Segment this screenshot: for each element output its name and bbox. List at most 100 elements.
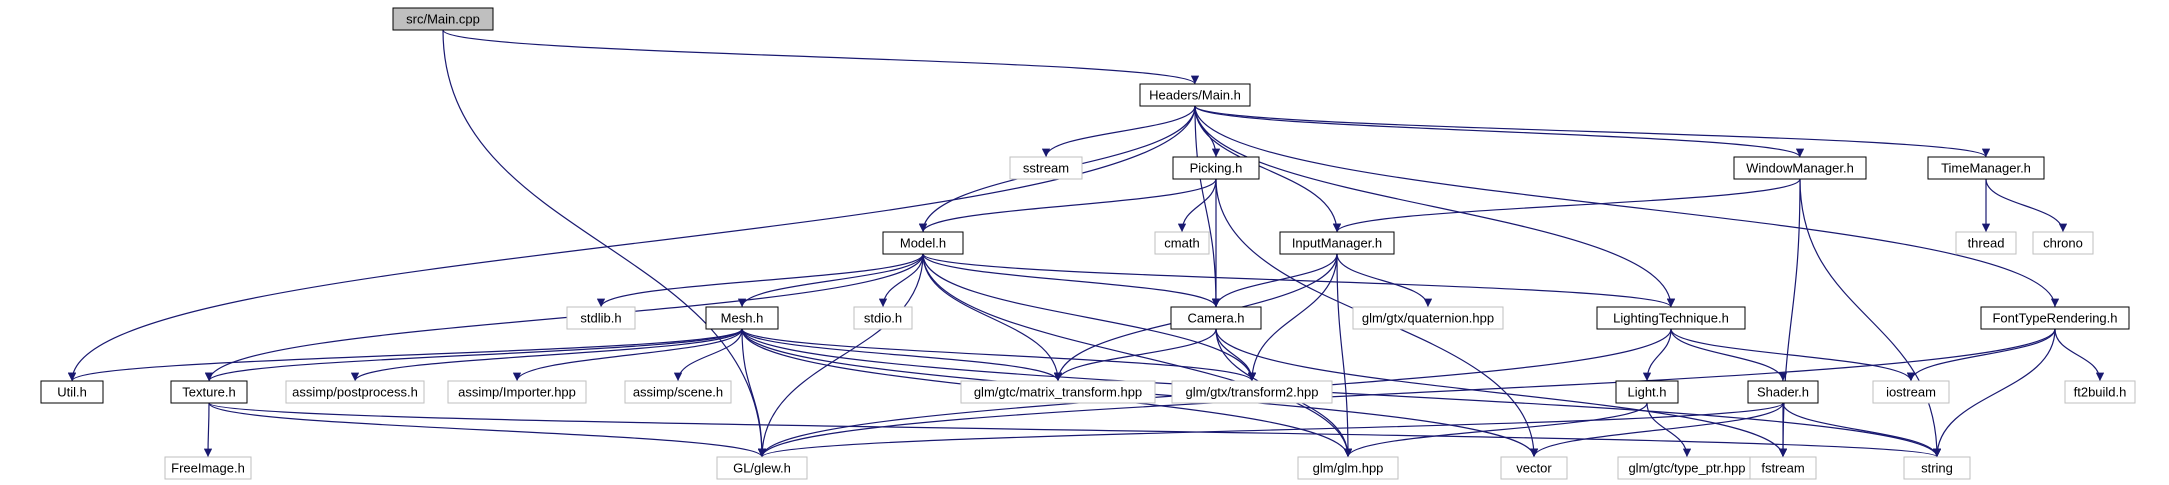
node-box bbox=[164, 456, 252, 480]
node-label: iostream bbox=[1886, 385, 1936, 400]
node-box bbox=[716, 456, 808, 480]
node-label: InputManager.h bbox=[1292, 236, 1382, 251]
node-stdio_h: stdio.h bbox=[853, 306, 913, 330]
node-assimp_postprocess: assimp/postprocess.h bbox=[285, 380, 425, 404]
node-label: string bbox=[1921, 461, 1953, 476]
node-box bbox=[1980, 306, 2130, 330]
edge-inputmanager_h-to-camera_h bbox=[1211, 253, 1338, 308]
node-mesh_h[interactable]: Mesh.h bbox=[705, 306, 779, 330]
node-lightingtechnique_h[interactable]: LightingTechnique.h bbox=[1596, 306, 1746, 330]
edge-main_h-to-lightingtechnique_h bbox=[1194, 105, 1676, 308]
node-util_h[interactable]: Util.h bbox=[40, 380, 104, 404]
edge-mesh_h-to-assimp_importer bbox=[512, 328, 743, 382]
node-iostream: iostream bbox=[1872, 380, 1950, 404]
node-label: FontTypeRendering.h bbox=[1992, 311, 2117, 326]
edge-main_h-to-inputmanager_h bbox=[1194, 105, 1342, 233]
node-box bbox=[1009, 156, 1083, 180]
node-box bbox=[1955, 231, 2017, 255]
edge-picking_h-to-cmath bbox=[1177, 178, 1217, 233]
edge-fonttyperendering_h-to-ft2build_h bbox=[2054, 328, 2105, 382]
node-assimp_importer: assimp/Importer.hpp bbox=[447, 380, 587, 404]
node-box bbox=[170, 380, 248, 404]
node-box bbox=[285, 380, 425, 404]
edge-timemanager_h-to-chrono bbox=[1985, 178, 2068, 233]
node-label: thread bbox=[1968, 236, 2005, 251]
node-freeimage_h: FreeImage.h bbox=[164, 456, 252, 480]
node-fonttyperendering_h[interactable]: FontTypeRendering.h bbox=[1980, 306, 2130, 330]
node-label: glm/gtc/type_ptr.hpp bbox=[1628, 461, 1745, 476]
edge-inputmanager_h-to-glm_transform2 bbox=[1247, 253, 1338, 382]
node-box bbox=[1927, 156, 2045, 180]
edge-model_h-to-stdio_h bbox=[878, 253, 924, 308]
node-stdlib_h: stdlib.h bbox=[566, 306, 636, 330]
node-fstream: fstream bbox=[1749, 456, 1817, 480]
edge-model_h-to-camera_h bbox=[922, 253, 1221, 308]
node-box bbox=[447, 380, 587, 404]
node-box bbox=[1172, 156, 1260, 180]
edge-mesh_h-to-assimp_scene bbox=[673, 328, 743, 382]
node-box bbox=[1903, 456, 1971, 480]
node-picking_h[interactable]: Picking.h bbox=[1172, 156, 1260, 180]
edge-mesh_h-to-glm_transform2 bbox=[741, 328, 1257, 382]
edge-main_h-to-timemanager_h bbox=[1194, 105, 1990, 158]
edge-inputmanager_h-to-glm_quaternion bbox=[1336, 253, 1433, 308]
edge-mesh_h-to-util_h bbox=[68, 328, 743, 382]
edge-main_cpp-to-glew_h bbox=[442, 29, 767, 458]
edge-model_h-to-glm_matrix_transform bbox=[922, 253, 1063, 382]
node-main_cpp[interactable]: src/Main.cpp bbox=[392, 7, 494, 31]
edge-main_h-to-camera_h bbox=[1194, 105, 1221, 308]
edge-mesh_h-to-glm_matrix_transform bbox=[741, 328, 1063, 382]
node-box bbox=[960, 380, 1156, 404]
node-thread: thread bbox=[1955, 231, 2017, 255]
edge-camera_h-to-fstream bbox=[1215, 328, 1788, 458]
node-box bbox=[1747, 380, 1819, 404]
edge-model_h-to-stdlib_h bbox=[596, 253, 924, 308]
node-box bbox=[1139, 83, 1251, 107]
edge-windowmanager_h-to-inputmanager_h bbox=[1332, 178, 1801, 233]
node-glm_type_ptr: glm/gtc/type_ptr.hpp bbox=[1617, 456, 1757, 480]
node-box bbox=[1596, 306, 1746, 330]
node-label: assimp/postprocess.h bbox=[292, 385, 418, 400]
edge-light_h-to-glm_type_ptr bbox=[1646, 402, 1692, 458]
node-label: glm/gtx/transform2.hpp bbox=[1186, 385, 1319, 400]
edge-texture_h-to-string bbox=[208, 402, 1941, 458]
node-label: Mesh.h bbox=[721, 311, 764, 326]
node-label: Camera.h bbox=[1187, 311, 1244, 326]
edge-camera_h-to-glm_matrix_transform bbox=[1053, 328, 1217, 382]
edge-shader_h-to-glew_h bbox=[758, 402, 1784, 458]
node-texture_h[interactable]: Texture.h bbox=[170, 380, 248, 404]
node-label: assimp/scene.h bbox=[633, 385, 723, 400]
edge-model_h-to-lightingtechnique_h bbox=[922, 253, 1675, 308]
node-box bbox=[1297, 456, 1399, 480]
node-inputmanager_h[interactable]: InputManager.h bbox=[1279, 231, 1395, 255]
node-box bbox=[1352, 306, 1504, 330]
node-box bbox=[1154, 231, 1210, 255]
edges-layer bbox=[67, 29, 2105, 458]
edge-light_h-to-glm_hpp bbox=[1343, 402, 1648, 458]
node-windowmanager_h[interactable]: WindowManager.h bbox=[1733, 156, 1867, 180]
node-main_h[interactable]: Headers/Main.h bbox=[1139, 83, 1251, 107]
node-box bbox=[40, 380, 104, 404]
node-light_h[interactable]: Light.h bbox=[1615, 380, 1679, 404]
node-label: stdio.h bbox=[864, 311, 902, 326]
node-box bbox=[882, 231, 964, 255]
node-box bbox=[1171, 380, 1333, 404]
node-model_h[interactable]: Model.h bbox=[882, 231, 964, 255]
node-shader_h[interactable]: Shader.h bbox=[1747, 380, 1819, 404]
node-assimp_scene: assimp/scene.h bbox=[624, 380, 732, 404]
node-vector: vector bbox=[1500, 456, 1568, 480]
node-glm_matrix_transform: glm/gtc/matrix_transform.hpp bbox=[960, 380, 1156, 404]
node-label: LightingTechnique.h bbox=[1613, 311, 1729, 326]
edge-texture_h-to-glew_h bbox=[208, 402, 767, 458]
node-timemanager_h[interactable]: TimeManager.h bbox=[1927, 156, 2045, 180]
node-box bbox=[1733, 156, 1867, 180]
node-camera_h[interactable]: Camera.h bbox=[1170, 306, 1262, 330]
edge-fonttyperendering_h-to-string bbox=[1932, 328, 2056, 458]
edge-lightingtechnique_h-to-light_h bbox=[1642, 328, 1672, 382]
node-box bbox=[853, 306, 913, 330]
node-ft2build_h: ft2build.h bbox=[2064, 380, 2136, 404]
node-label: glm/glm.hpp bbox=[1313, 461, 1384, 476]
node-label: Model.h bbox=[900, 236, 946, 251]
node-glm_transform2: glm/gtx/transform2.hpp bbox=[1171, 380, 1333, 404]
